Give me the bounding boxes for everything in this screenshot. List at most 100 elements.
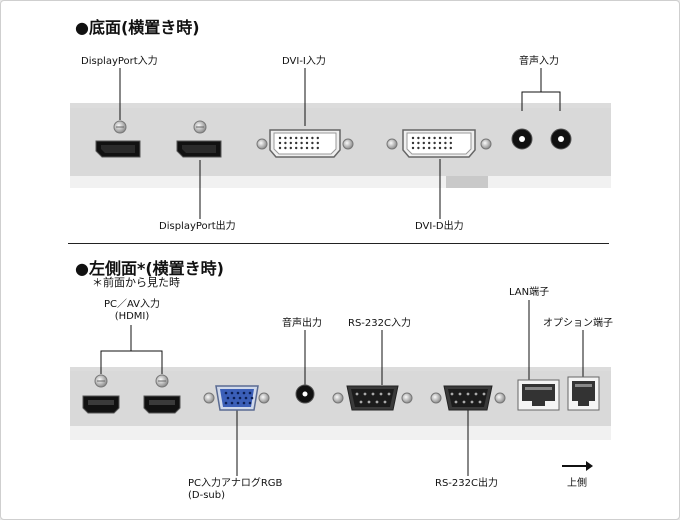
rs232c-out-port <box>430 385 506 411</box>
connector-pin <box>433 146 436 150</box>
connector-pin <box>230 391 234 395</box>
connector-pin <box>316 146 319 150</box>
label-pc-analog-in-line1: PC入力アナログRGB <box>188 478 283 489</box>
label-dvi-d-out: DVI-D出力 <box>415 221 464 232</box>
connector-pin <box>355 392 359 396</box>
connector-pin <box>305 136 309 140</box>
connector-pin <box>411 141 415 145</box>
direction-arrow-icon <box>562 461 593 471</box>
connector-pin <box>444 136 447 140</box>
connector-pin <box>438 136 442 140</box>
label-option-port: オプション端子 <box>543 318 613 329</box>
connector-pin <box>224 401 228 405</box>
rs232c-in-port <box>332 385 413 411</box>
screw-icon <box>430 392 442 404</box>
connector-pin <box>295 146 298 150</box>
connector-pin <box>387 392 391 396</box>
connector-pin <box>284 136 287 140</box>
connector-pin <box>466 392 470 396</box>
connector-pin <box>295 136 298 140</box>
connector-pin <box>359 400 363 404</box>
label-direction: 上側 <box>567 478 587 489</box>
label-pc-analog-in: PC入力アナログRGB (D-sub) <box>188 478 282 502</box>
displayport-out-port <box>176 120 222 158</box>
connector-pin <box>238 396 242 400</box>
connector-pin <box>438 146 442 150</box>
label-displayport-out: DisplayPort出力 <box>159 221 236 232</box>
connector-pin <box>379 392 383 396</box>
connector-pin <box>250 396 254 400</box>
connector-pin <box>305 146 309 150</box>
connector-pin <box>482 392 486 396</box>
connector-pin <box>449 136 452 140</box>
label-pc-analog-in-line2: (D-sub) <box>188 490 226 501</box>
connector-pin <box>470 400 474 404</box>
side-view-title: ●左側面*(横置き時) <box>75 259 224 278</box>
audio-in-jacks <box>511 128 572 150</box>
connector-pin <box>454 400 458 404</box>
connector-pin <box>289 136 292 140</box>
screw-icon <box>256 138 268 150</box>
hdmi-port-2 <box>143 374 181 414</box>
screw-icon <box>386 138 398 150</box>
leader-pc-av-in <box>100 350 163 374</box>
connector-pin <box>300 146 303 150</box>
connector-pin <box>311 141 314 145</box>
option-port <box>567 376 600 411</box>
label-dvi-i-in: DVI-I入力 <box>282 56 326 67</box>
connector-pin <box>462 400 466 404</box>
connector-pin <box>248 391 252 395</box>
connector-pin <box>248 401 252 405</box>
lan-port <box>517 379 560 411</box>
bottom-panel-notch <box>446 176 488 188</box>
connector-pin <box>433 136 436 140</box>
vga-port <box>203 385 270 411</box>
connector-pin <box>300 136 303 140</box>
label-lan-port: LAN端子 <box>509 287 550 298</box>
connector-pin <box>428 146 431 150</box>
connector-pin <box>289 146 292 150</box>
connector-pin <box>449 146 452 150</box>
dvi-d-out-port <box>386 129 492 158</box>
bottom-panel-top-edge <box>70 103 611 109</box>
label-pc-av-in: PC／AV入力 (HDMI) <box>92 299 172 323</box>
connector-pin <box>411 146 415 150</box>
connector-pin <box>316 136 319 140</box>
connector-pin <box>417 136 420 140</box>
connector-pin <box>244 396 248 400</box>
screw-icon <box>494 392 506 404</box>
screw-icon <box>203 392 215 404</box>
connector-pin <box>278 136 282 140</box>
connector-pin <box>411 136 415 140</box>
side-panel-lip <box>70 426 611 440</box>
connector-pin <box>226 396 230 400</box>
connector-pin <box>236 401 240 405</box>
label-audio-in: 音声入力 <box>519 56 559 67</box>
connector-pin <box>375 400 379 404</box>
screw-icon <box>342 138 354 150</box>
connector-pin <box>422 141 425 145</box>
screw-icon <box>480 138 492 150</box>
dvi-i-in-port <box>256 129 354 158</box>
label-pc-av-in-line1: PC／AV入力 <box>103 299 161 310</box>
connector-pin <box>278 141 282 145</box>
screw-icon <box>401 392 413 404</box>
connector-pin <box>422 146 425 150</box>
connector-pin <box>458 392 462 396</box>
label-rs232c-out: RS-232C出力 <box>435 478 498 489</box>
connector-pin <box>242 401 246 405</box>
label-audio-out: 音声出力 <box>282 318 322 329</box>
connector-pin <box>316 141 319 145</box>
connector-pin <box>232 396 236 400</box>
connector-pin <box>444 146 447 150</box>
connector-pin <box>428 141 431 145</box>
connector-pin <box>367 400 371 404</box>
connector-pin <box>224 391 228 395</box>
connector-pin <box>428 136 431 140</box>
connector-pin <box>417 141 420 145</box>
leader-audio-in <box>521 91 561 111</box>
side-panel-top-edge <box>70 367 611 372</box>
section-divider <box>68 243 609 244</box>
connector-pin <box>474 392 478 396</box>
